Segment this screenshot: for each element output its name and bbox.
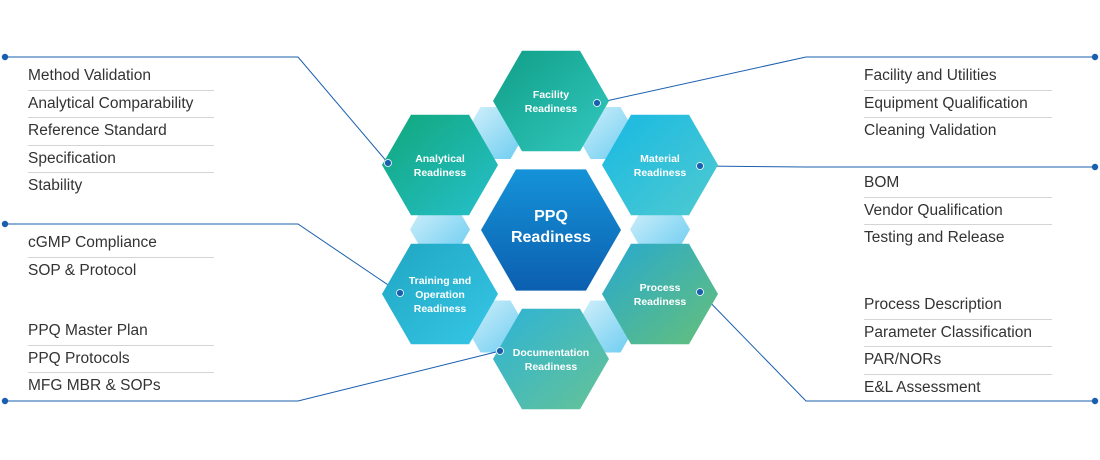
hex-material [602,114,718,216]
list-item: PAR/NORs [864,347,1052,375]
hex-documentation [493,308,609,410]
hex-process-dot [696,288,704,296]
hex-gap-material-process [630,203,690,256]
hex-material-label: Material [640,153,680,165]
hex-training-label: Training and [409,275,471,287]
hex-facility-label: Readiness [525,103,578,115]
hex-process-label: Readiness [634,296,687,308]
list-item: cGMP Compliance [28,230,214,258]
list-item: PPQ Master Plan [28,318,214,346]
hex-material-dot [696,162,704,170]
hex-analytical-dot [384,159,392,167]
hex-documentation-dot [496,347,504,355]
hex-center [481,169,621,291]
connector-facility [596,56,1095,104]
list-item: E&L Assessment [864,378,981,396]
hex-training-dot [396,289,404,297]
connector-end-dot [1,53,9,61]
hex-training-label: Readiness [414,303,467,315]
connector-end-dot [1091,53,1099,61]
list-item: Stability [28,177,83,194]
hex-facility-dot [593,99,601,107]
connector-documentation [5,350,501,402]
hex-process [602,243,718,345]
process-requirements-list: Process Description Parameter Classifica… [864,292,1052,401]
hex-gap-analytical-training [410,203,470,256]
hex-facility-label: Facility [533,89,569,101]
list-item: Process Description [864,292,1052,320]
list-item: Testing and Release [864,229,1005,246]
documentation-requirements-list: PPQ Master Plan PPQ Protocols MFG MBR & … [28,318,214,400]
hex-documentation-label: Readiness [525,361,578,373]
hex-analytical-label: Analytical [415,153,465,165]
list-item: Reference Standard [28,118,214,146]
connector-end-dot [1091,397,1099,405]
hex-training-label: Operation [415,289,465,301]
list-item: Specification [28,146,214,173]
analytical-requirements-list: Method Validation Analytical Comparabili… [28,63,214,200]
center-label-line1: PPQ [534,208,568,225]
hex-facility [493,50,609,152]
list-item: Analytical Comparability [28,91,214,118]
list-item: SOP & Protocol [28,261,137,279]
facility-requirements-list: Facility and Utilities Equipment Qualifi… [864,63,1052,145]
hex-documentation-label: Documentation [513,347,589,359]
list-item: MFG MBR & SOPs [28,377,161,394]
connector-training [5,223,401,294]
list-item: Method Validation [28,63,214,91]
material-requirements-list: BOM Vendor Qualification Testing and Rel… [864,170,1052,252]
list-item: Parameter Classification [864,320,1052,347]
connector-end-dot [1,397,9,405]
center-label-line2: Readiness [511,229,591,246]
list-item: Equipment Qualification [864,91,1052,118]
hex-training [382,243,498,345]
connector-material [699,165,1095,168]
connector-process [699,291,1095,402]
hex-material-label: Readiness [634,167,687,179]
hex-analytical [382,114,498,216]
connector-analytical [5,56,389,164]
hex-analytical-label: Readiness [414,167,467,179]
list-item: Facility and Utilities [864,63,1052,91]
connector-end-dot [1,220,9,228]
list-item: BOM [864,170,1052,198]
training-requirements-list: cGMP Compliance SOP & Protocol [28,230,214,284]
list-item: Cleaning Validation [864,122,997,139]
list-item: PPQ Protocols [28,346,214,373]
connector-end-dot [1091,163,1099,171]
hex-process-label: Process [640,282,681,294]
list-item: Vendor Qualification [864,198,1052,225]
